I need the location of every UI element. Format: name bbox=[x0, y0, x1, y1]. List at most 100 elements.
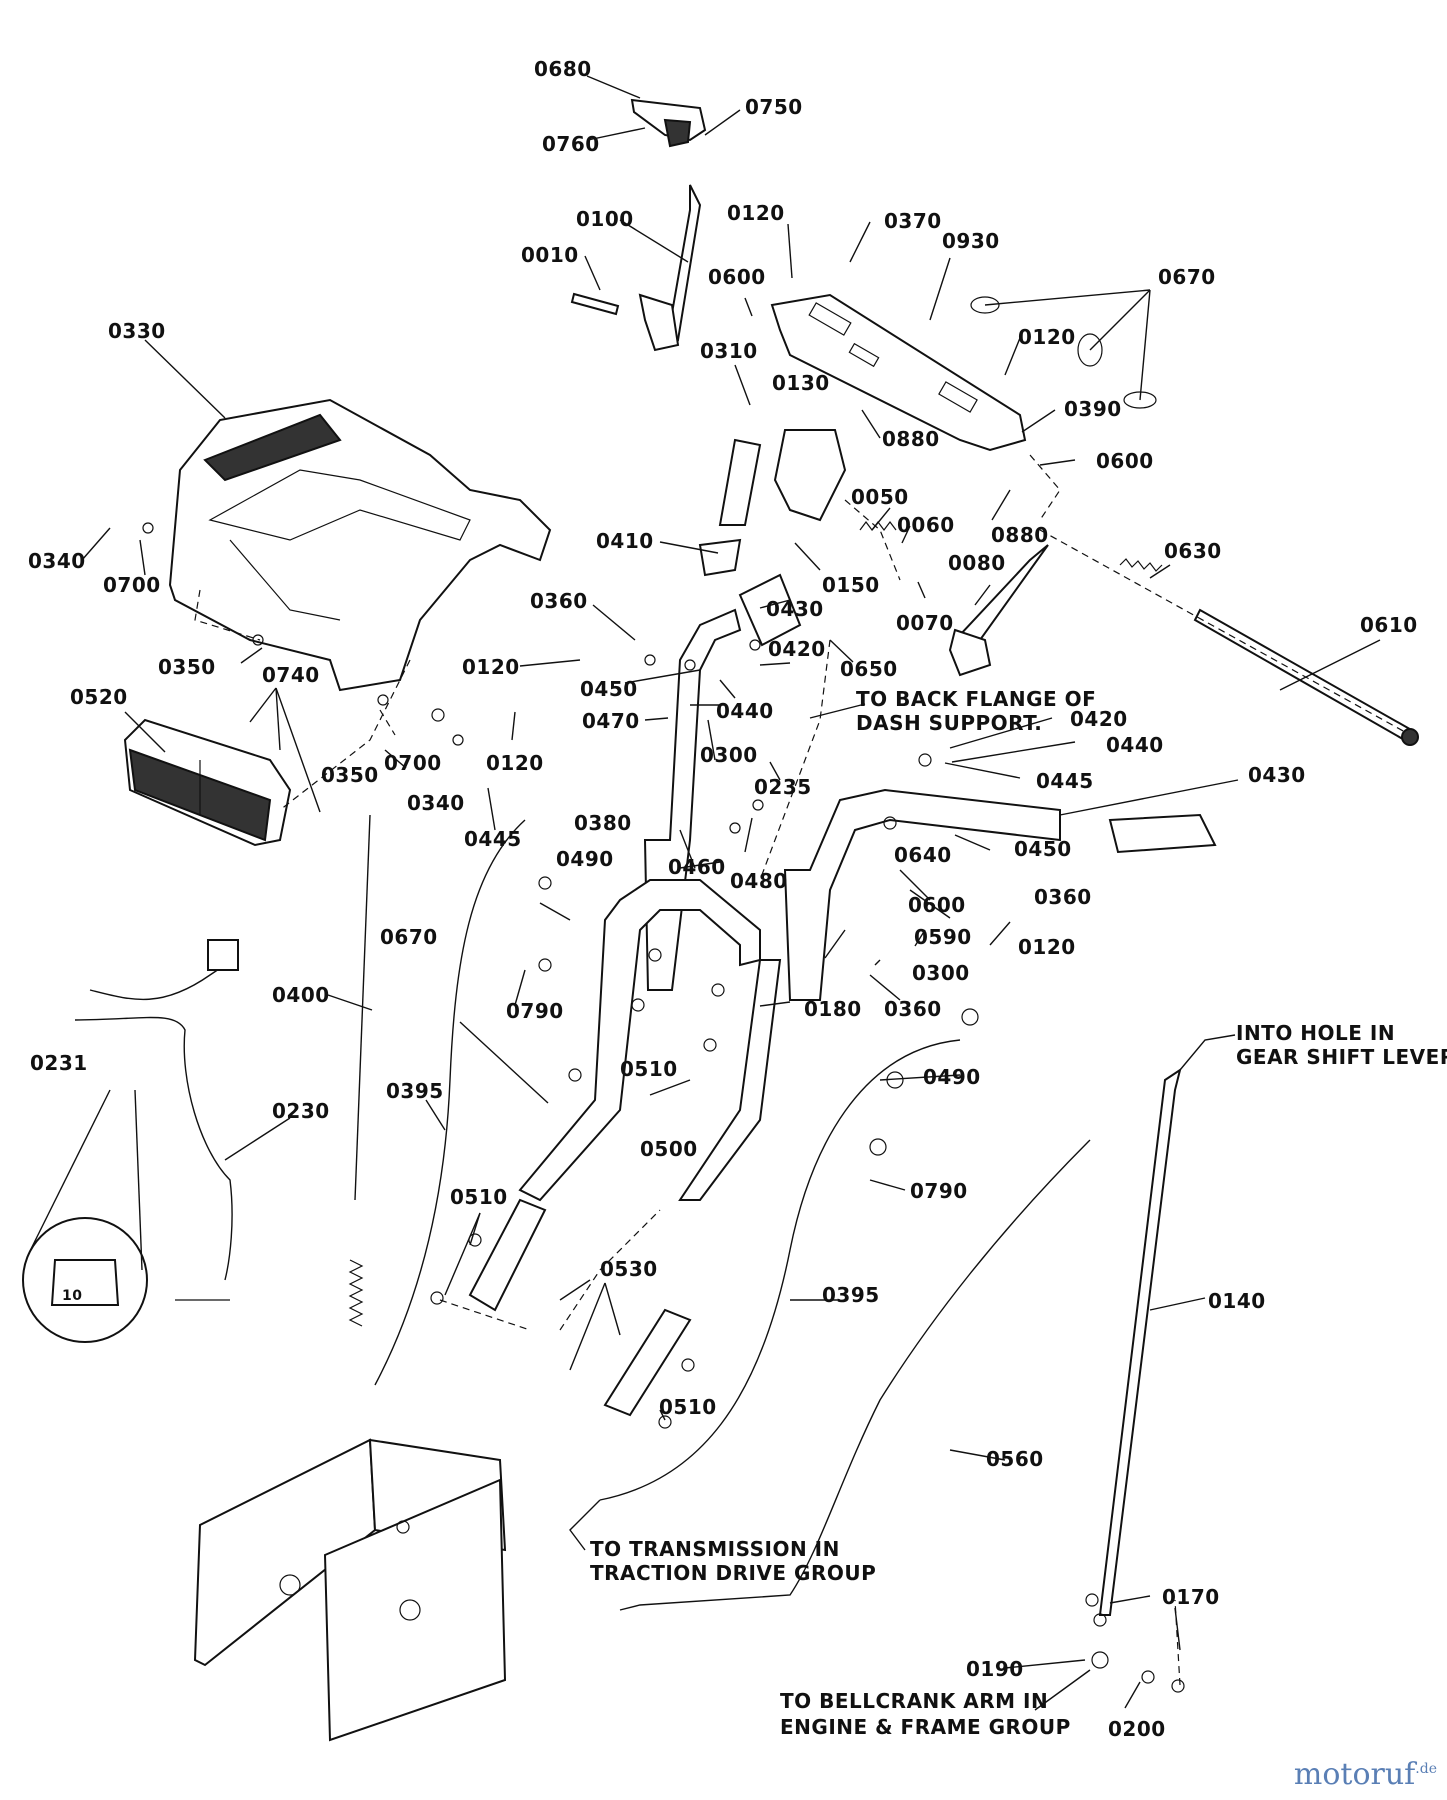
callout-0600: 0600 bbox=[1096, 449, 1154, 473]
note-back-flange-line2: DASH SUPPORT. bbox=[856, 711, 1042, 735]
callout-0480: 0480 bbox=[730, 869, 788, 893]
callout-0120: 0120 bbox=[462, 655, 520, 679]
callout-0560: 0560 bbox=[986, 1447, 1044, 1471]
callout-0450: 0450 bbox=[580, 677, 638, 701]
note-transmission-line2: TRACTION DRIVE GROUP bbox=[590, 1561, 876, 1585]
watermark-suffix: .de bbox=[1415, 1761, 1437, 1777]
leader-lines bbox=[81, 75, 1381, 1711]
callout-0190: 0190 bbox=[966, 1657, 1024, 1681]
callout-0170: 0170 bbox=[1162, 1585, 1220, 1609]
callout-0430: 0430 bbox=[766, 597, 824, 621]
callout-0410: 0410 bbox=[596, 529, 654, 553]
callout-0460: 0460 bbox=[668, 855, 726, 879]
callout-0670: 0670 bbox=[380, 925, 438, 949]
callout-0010: 0010 bbox=[521, 243, 579, 267]
note-bellcrank-line1: TO BELLCRANK ARM IN bbox=[780, 1689, 1048, 1713]
callout-0310: 0310 bbox=[700, 339, 758, 363]
cable-0395-left bbox=[374, 819, 526, 1386]
dash-housing-0330 bbox=[168, 398, 552, 692]
callout-0750: 0750 bbox=[745, 95, 803, 119]
cable-0395-right bbox=[599, 1039, 961, 1501]
callout-0510: 0510 bbox=[620, 1057, 678, 1081]
callout-0880: 0880 bbox=[991, 523, 1049, 547]
callout-0650: 0650 bbox=[840, 657, 898, 681]
callout-0500: 0500 bbox=[640, 1137, 698, 1161]
headlight-0520 bbox=[123, 718, 292, 847]
callout-0120: 0120 bbox=[727, 201, 785, 225]
watermark-text: motoruf bbox=[1293, 1757, 1416, 1792]
callout-0490: 0490 bbox=[923, 1065, 981, 1089]
note-bellcrank-line2: ENGINE & FRAME GROUP bbox=[780, 1715, 1071, 1739]
cable-tie-0670c bbox=[1123, 391, 1157, 409]
assembly-lines bbox=[194, 454, 1406, 1686]
callout-0930: 0930 bbox=[942, 229, 1000, 253]
callout-0700: 0700 bbox=[103, 573, 161, 597]
callout-0670: 0670 bbox=[1158, 265, 1216, 289]
spring-0630 bbox=[1119, 558, 1163, 572]
callout-0350: 0350 bbox=[321, 763, 379, 787]
callout-0700: 0700 bbox=[384, 751, 442, 775]
callout-0390: 0390 bbox=[1064, 397, 1122, 421]
callout-0600: 0600 bbox=[908, 893, 966, 917]
callout-0230: 0230 bbox=[272, 1099, 330, 1123]
callout-0470: 0470 bbox=[582, 709, 640, 733]
callout-0360: 0360 bbox=[1034, 885, 1092, 909]
note-gear-shift-line1: INTO HOLE IN bbox=[1236, 1021, 1395, 1045]
callout-0380: 0380 bbox=[574, 811, 632, 835]
callout-0510: 0510 bbox=[450, 1185, 508, 1209]
crank-rod bbox=[638, 184, 702, 352]
callout-0740: 0740 bbox=[262, 663, 320, 687]
rod-0400 bbox=[348, 814, 371, 1327]
note-gear-shift-line2: GEAR SHIFT LEVER. bbox=[1236, 1045, 1447, 1069]
callout-0395: 0395 bbox=[822, 1283, 880, 1307]
callout-0490: 0490 bbox=[556, 847, 614, 871]
grip-0430-small bbox=[738, 573, 802, 647]
callout-0370: 0370 bbox=[884, 209, 942, 233]
callout-0420: 0420 bbox=[1070, 707, 1128, 731]
callout-0180: 0180 bbox=[804, 997, 862, 1021]
callout-0200: 0200 bbox=[1108, 1717, 1166, 1741]
actuator-0080 bbox=[948, 544, 1049, 677]
callout-0640: 0640 bbox=[894, 843, 952, 867]
dash-panel bbox=[770, 293, 1027, 452]
callout-0440: 0440 bbox=[1106, 733, 1164, 757]
callout-0630: 0630 bbox=[1164, 539, 1222, 563]
harness-0230 bbox=[74, 939, 239, 1301]
sleeve-0410 bbox=[698, 438, 762, 577]
callout-0420: 0420 bbox=[768, 637, 826, 661]
callout-0445: 0445 bbox=[464, 827, 522, 851]
callout-0520: 0520 bbox=[70, 685, 128, 709]
callout-0300: 0300 bbox=[912, 961, 970, 985]
note-transmission-line1: TO TRANSMISSION IN bbox=[590, 1537, 840, 1561]
callout-0120: 0120 bbox=[1018, 935, 1076, 959]
callout-0231: 0231 bbox=[30, 1051, 88, 1075]
callout-0680: 0680 bbox=[534, 57, 592, 81]
fuse-rating: 10 bbox=[62, 1288, 82, 1304]
callout-0530: 0530 bbox=[600, 1257, 658, 1281]
callout-0235: 0235 bbox=[754, 775, 812, 799]
callout-0395: 0395 bbox=[386, 1079, 444, 1103]
callout-0150: 0150 bbox=[822, 573, 880, 597]
callout-labels: 0680 0750 0760 0100 0010 0120 0370 0930 … bbox=[28, 57, 1417, 1741]
frame-bracket bbox=[193, 1438, 507, 1742]
callout-0450: 0450 bbox=[1014, 837, 1072, 861]
callout-0100: 0100 bbox=[576, 207, 634, 231]
callout-0120: 0120 bbox=[486, 751, 544, 775]
callout-0350: 0350 bbox=[158, 655, 216, 679]
fuse-detail-0231: 10 bbox=[22, 1089, 148, 1343]
callout-0120: 0120 bbox=[1018, 325, 1076, 349]
watermark-logo: motoruf.de bbox=[1294, 1757, 1437, 1792]
assembly-notes: TO BACK FLANGE OF DASH SUPPORT. INTO HOL… bbox=[590, 687, 1447, 1739]
callout-0445: 0445 bbox=[1036, 769, 1094, 793]
callout-0300: 0300 bbox=[700, 743, 758, 767]
cable-tie-0670a bbox=[970, 296, 1000, 314]
callout-0440: 0440 bbox=[716, 699, 774, 723]
lower-handle-0500 bbox=[468, 879, 782, 1417]
callout-0880: 0880 bbox=[882, 427, 940, 451]
callout-0430: 0430 bbox=[1248, 763, 1306, 787]
parts-artwork: 10 bbox=[22, 98, 1419, 1742]
callout-0790: 0790 bbox=[506, 999, 564, 1023]
callout-0330: 0330 bbox=[108, 319, 166, 343]
callout-0600: 0600 bbox=[708, 265, 766, 289]
callout-0340: 0340 bbox=[407, 791, 465, 815]
